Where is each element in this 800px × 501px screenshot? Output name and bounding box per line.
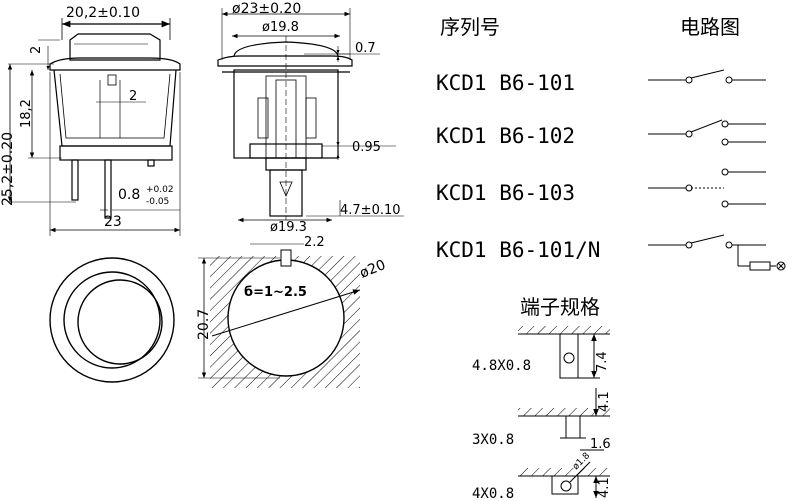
model-2: KCD1 B6-102 [436, 124, 575, 148]
circuit-102 [648, 119, 766, 146]
terminal-48-dim: 7.4 [595, 351, 610, 372]
terminal-label-48: 4.8X0.8 [472, 358, 531, 374]
bezel-top-view [49, 257, 175, 383]
dim-notch: 2.2 [304, 235, 325, 250]
terminal-3-dim2: 1.6 [590, 437, 611, 452]
dim-pin: 0.8 [118, 187, 140, 203]
dim-term: 4.7±0.10 [340, 203, 401, 218]
dim-lip: 0.7 [355, 41, 376, 56]
terminal-3 [518, 388, 610, 451]
header-series: 序列号 [440, 15, 500, 39]
side-view [7, 18, 181, 236]
circuit-101 [648, 69, 766, 84]
terminal-label-4: 4X0.8 [472, 486, 514, 501]
front-view [217, 8, 404, 223]
dim-pin-tol-plus: +0.02 [146, 185, 174, 195]
terminal-3-dim1: 4.1 [597, 391, 612, 412]
dim-width-bottom: 23 [104, 214, 122, 230]
model-1: KCD1 B6-101 [436, 71, 575, 95]
terminal-48 [518, 326, 610, 379]
dim-mid: 2 [129, 89, 137, 104]
dim-height-body: 18,2 [19, 99, 34, 128]
terminal-label-3: 3X0.8 [472, 432, 514, 448]
terminal-labels: 4.8X0.8 7.4 3X0.8 4.1 1.6 4X0.8 4.1 ø1.8 [472, 351, 612, 501]
panel-cutout [198, 243, 361, 388]
dim-pin-tol-minus: -0.05 [146, 197, 169, 207]
dim-step: 0.95 [352, 140, 381, 155]
dim-top: 2 [29, 46, 44, 54]
terminal-4 [518, 461, 610, 498]
dim-width-top: 20,2±0.10 [66, 5, 140, 21]
front-view-labels: ø23±0.20 ø19.8 0.7 0.95 4.7±0.10 ø19.3 [232, 1, 401, 235]
side-view-labels: 20,2±0.10 25,2±0.20 18,2 2 2 0.8 +0.02 -… [0, 5, 174, 230]
dim-dia-top: ø23±0.20 [232, 1, 301, 17]
header-circuit: 电路图 [680, 15, 740, 39]
model-4: KCD1 B6-101/N [436, 238, 600, 262]
dim-cutout-dia: ø20 [358, 257, 388, 282]
circuit-101n [648, 234, 786, 271]
model-3: KCD1 B6-103 [436, 181, 575, 205]
terminal-4-dim1: 4.1 [597, 477, 612, 498]
header-terminal: 端子规格 [520, 295, 600, 319]
terminal-specs [518, 326, 610, 498]
circuit-diagrams [648, 69, 786, 271]
dim-height-total: 25,2±0.20 [0, 132, 16, 206]
dim-cutout-height: 20.7 [196, 309, 212, 340]
dim-dia-bottom: ø19.3 [270, 220, 307, 235]
dim-dia-inner: ø19.8 [262, 20, 299, 35]
panel-thickness: б=1~2.5 [244, 285, 307, 300]
circuit-103 [648, 168, 766, 208]
